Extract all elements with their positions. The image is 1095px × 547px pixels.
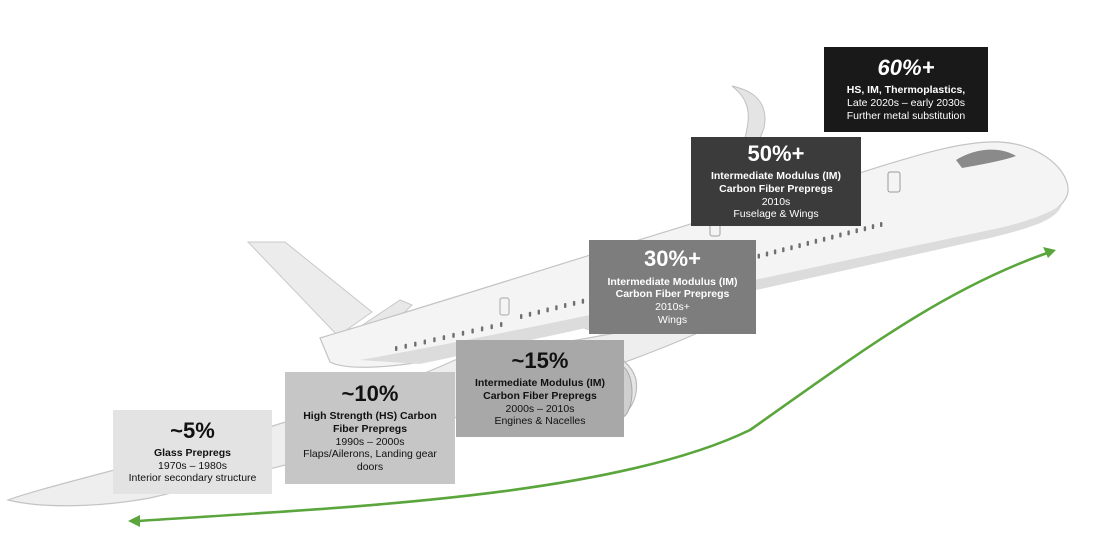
milestone-material: HS, IM, Thermoplastics, [846, 84, 966, 97]
cabin-window [782, 247, 785, 253]
cabin-window [433, 337, 436, 343]
cabin-window [806, 240, 809, 246]
cabin-window [822, 236, 826, 242]
cabin-window [528, 311, 532, 317]
milestone-application: Wings [657, 313, 688, 326]
milestone-era: 2010s [761, 195, 791, 208]
milestone-application: Flaps/Ailerons, Landing gear doors [303, 448, 437, 474]
milestone-box: ~5% Glass Prepregs 1970s – 1980s Interio… [113, 410, 272, 494]
milestone-era: 1990s – 2000s [335, 435, 405, 448]
cabin-window [404, 343, 407, 349]
milestone-percent: 50%+ [747, 140, 805, 166]
milestone-application: Further metal substitution [846, 109, 966, 122]
cabin-window [581, 298, 585, 304]
milestone-era: Late 2020s – early 2030s [847, 97, 965, 110]
trend-line [137, 250, 1051, 523]
cabin-window [839, 232, 842, 238]
cabin-window [814, 238, 818, 244]
cabin-window [555, 305, 558, 311]
cabin-window [520, 314, 523, 319]
milestone-box: 60%+ HS, IM, Thermoplastics, Late 2020s … [824, 47, 988, 132]
milestone-application: Fuselage & Wings [733, 208, 819, 221]
cockpit-window [956, 149, 1016, 168]
milestone-material: Intermediate Modulus (IM) Carbon Fiber P… [474, 377, 606, 402]
milestone-material: High Strength (HS) Carbon Fiber Prepregs [303, 410, 437, 435]
milestone-era: 2010s+ [655, 301, 690, 314]
cabin-window [537, 309, 540, 315]
cabin-window [773, 249, 777, 255]
cabin-window [490, 324, 493, 330]
milestone-percent: 60%+ [877, 55, 935, 81]
cabin-window [546, 307, 549, 313]
cabin-window [471, 328, 474, 334]
fuselage-shade [360, 204, 1062, 364]
milestone-box: ~10% High Strength (HS) Carbon Fiber Pre… [285, 372, 455, 484]
milestone-era: 2000s – 2010s [505, 402, 575, 415]
milestone-material: Intermediate Modulus (IM) Carbon Fiber P… [710, 170, 842, 195]
vertical-tail [246, 241, 373, 337]
cabin-window [847, 230, 850, 236]
milestone-application: Engines & Nacelles [494, 415, 586, 428]
cabin-window [461, 330, 465, 336]
door [499, 297, 510, 316]
cabin-window [572, 300, 576, 306]
cabin-window [798, 243, 801, 249]
door [887, 171, 901, 193]
milestone-percent: ~5% [170, 417, 215, 443]
cabin-window [423, 339, 426, 345]
milestone-box: 30%+ Intermediate Modulus (IM) Carbon Fi… [589, 240, 756, 334]
milestone-percent: 30%+ [644, 246, 701, 272]
cabin-window [831, 234, 834, 240]
milestone-era: 1970s – 1980s [158, 459, 227, 472]
cabin-window [442, 335, 446, 341]
milestone-application: Interior secondary structure [128, 472, 257, 485]
cabin-window [395, 346, 398, 351]
cabin-window [500, 322, 503, 327]
cabin-window [855, 228, 858, 234]
cabin-window [790, 245, 793, 251]
milestone-percent: ~10% [341, 380, 399, 406]
milestone-material: Intermediate Modulus (IM) Carbon Fiber P… [607, 275, 738, 301]
cabin-window [414, 341, 417, 347]
cabin-window [863, 226, 867, 232]
milestone-box: 50%+ Intermediate Modulus (IM) Carbon Fi… [691, 137, 861, 226]
cabin-window [871, 224, 875, 230]
milestone-percent: ~15% [511, 347, 569, 373]
cabin-window [757, 253, 760, 259]
trend-arrow-icon [128, 247, 1056, 527]
cabin-window [480, 326, 484, 332]
cabin-window [880, 222, 883, 227]
trend-arrowhead-end [1043, 247, 1056, 258]
milestone-material: Glass Prepregs [153, 446, 232, 459]
milestone-box: ~15% Intermediate Modulus (IM) Carbon Fi… [456, 340, 624, 437]
trend-arrowhead-start [128, 515, 140, 527]
cabin-window [765, 251, 769, 257]
cabin-window [564, 303, 567, 308]
cabin-window [452, 332, 455, 338]
